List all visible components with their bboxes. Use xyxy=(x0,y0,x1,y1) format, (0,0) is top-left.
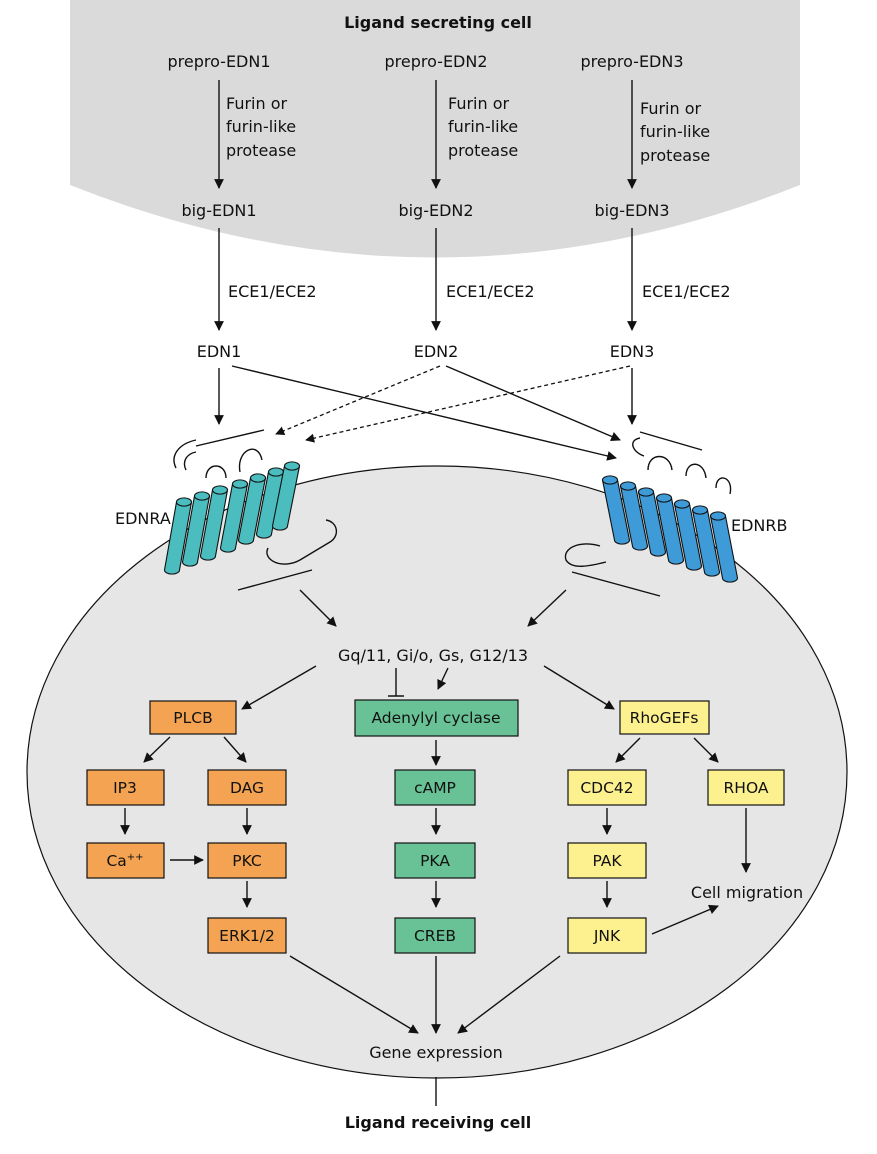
g-to-cyclase-arrow xyxy=(437,667,449,690)
pak-box: PAK xyxy=(567,842,647,879)
ednra-helix-6 xyxy=(255,467,285,539)
svg-text:PKA: PKA xyxy=(420,852,450,870)
rhogefs-to-cdc42-arrow xyxy=(615,737,641,763)
ednra-helix-3 xyxy=(199,485,229,561)
svg-text:RhoGEFs: RhoGEFs xyxy=(630,709,699,727)
svg-text:Ca++: Ca++ xyxy=(106,852,143,870)
svg-text:furin-like: furin-like xyxy=(448,117,518,136)
big-edn1-label: big-EDN1 xyxy=(181,201,256,220)
g-proteins-label: Gq/11, Gi/o, Gs, G12/13 xyxy=(338,646,528,665)
jnk-to-migration-arrow xyxy=(651,904,719,935)
ednra-helix-7 xyxy=(271,461,301,531)
ednra-helix-4 xyxy=(219,479,249,553)
ip3-box: IP3 xyxy=(86,769,165,806)
secreting-cell xyxy=(70,0,800,258)
svg-text:Furin or: Furin or xyxy=(448,94,510,113)
gene-expression-label: Gene expression xyxy=(369,1043,503,1062)
prepro-edn2-label: prepro-EDN2 xyxy=(384,52,487,71)
erk-to-gene-expression-arrow xyxy=(289,955,419,1034)
ednrb-helix-1 xyxy=(601,475,631,545)
svg-text:IP3: IP3 xyxy=(113,779,137,797)
big-edn2-label: big-EDN2 xyxy=(398,201,473,220)
ece-label-1: ECE1/ECE2 xyxy=(228,282,317,301)
g-to-plcb-arrow xyxy=(241,665,317,710)
adenylyl-cyclase-box: Adenylyl cyclase xyxy=(354,699,519,737)
ednrb-receptor xyxy=(564,431,739,597)
svg-text:DAG: DAG xyxy=(230,779,264,797)
cdc42-box: CDC42 xyxy=(567,769,647,806)
svg-text:furin-like: furin-like xyxy=(226,117,296,136)
ednrb-label: EDNRB xyxy=(731,516,788,535)
svg-text:CREB: CREB xyxy=(414,927,456,945)
ednra-to-g-arrow xyxy=(299,589,337,627)
pkc-box: PKC xyxy=(207,842,287,879)
ednra-helix-2 xyxy=(181,491,211,567)
ednrb-helix-3 xyxy=(637,487,667,557)
edn1-to-ednrb-arrow xyxy=(231,365,617,461)
ednra-receptor xyxy=(163,429,337,591)
jnk-to-gene-expression-arrow xyxy=(457,955,561,1034)
edn2-label: EDN2 xyxy=(414,342,459,361)
protease-label-3: Furin or furin-like protease xyxy=(640,99,710,165)
plcb-to-dag-arrow xyxy=(223,736,247,763)
svg-text:RHOA: RHOA xyxy=(724,779,769,797)
svg-text:Adenylyl cyclase: Adenylyl cyclase xyxy=(371,709,500,727)
edn3-label: EDN3 xyxy=(610,342,655,361)
edn2-to-ednra-dashed-arrow xyxy=(275,365,441,436)
svg-text:ERK1/2: ERK1/2 xyxy=(219,927,275,945)
rhoa-box: RHOA xyxy=(707,769,785,806)
rhogefs-to-rhoa-arrow xyxy=(693,737,719,763)
ednrb-to-g-arrow xyxy=(527,589,567,627)
svg-text:PAK: PAK xyxy=(592,852,622,870)
rhogefs-box: RhoGEFs xyxy=(619,700,710,735)
ednrb-helix-6 xyxy=(691,505,721,577)
prepro-edn3-label: prepro-EDN3 xyxy=(580,52,683,71)
calcium-box: Ca++ xyxy=(86,842,165,879)
edn2-to-ednrb-arrow xyxy=(445,365,621,442)
svg-text:CDC42: CDC42 xyxy=(580,779,633,797)
svg-text:PLCB: PLCB xyxy=(173,709,212,727)
big-edn3-label: big-EDN3 xyxy=(594,201,669,220)
ednra-helix-1 xyxy=(163,497,193,575)
ednra-helix-5 xyxy=(237,473,267,545)
ednrb-helix-4 xyxy=(655,493,685,565)
ednrb-helix-7 xyxy=(709,511,739,583)
g-to-rhogefs-arrow xyxy=(543,665,615,710)
plcb-to-ip3-arrow xyxy=(143,736,171,763)
protease-label-1: Furin or furin-like protease xyxy=(226,94,296,160)
jnk-box: JNK xyxy=(567,917,647,954)
svg-text:protease: protease xyxy=(448,141,518,160)
cell-migration-label: Cell migration xyxy=(691,883,803,902)
pka-box: PKA xyxy=(394,842,476,879)
g-inhibits-cyclase xyxy=(388,668,404,697)
svg-text:protease: protease xyxy=(640,146,710,165)
camp-box: cAMP xyxy=(394,769,476,806)
secreting-cell-title: Ligand secreting cell xyxy=(344,13,532,32)
creb-box: CREB xyxy=(394,917,476,954)
ednra-label: EDNRA xyxy=(115,509,171,528)
ece-label-2: ECE1/ECE2 xyxy=(446,282,535,301)
svg-text:PKC: PKC xyxy=(232,852,262,870)
svg-text:JNK: JNK xyxy=(593,927,621,945)
ednrb-helix-5 xyxy=(673,499,703,571)
erk-box: ERK1/2 xyxy=(207,917,287,954)
plcb-box: PLCB xyxy=(149,700,237,735)
svg-text:protease: protease xyxy=(226,141,296,160)
edn1-label: EDN1 xyxy=(197,342,242,361)
ednrb-helix-2 xyxy=(619,481,649,551)
svg-text:Furin or: Furin or xyxy=(226,94,288,113)
svg-text:furin-like: furin-like xyxy=(640,122,710,141)
protease-label-2: Furin or furin-like protease xyxy=(448,94,518,160)
ece-label-3: ECE1/ECE2 xyxy=(642,282,731,301)
svg-text:Furin or: Furin or xyxy=(640,99,702,118)
edn3-to-ednra-dashed-arrow xyxy=(305,365,631,443)
svg-text:cAMP: cAMP xyxy=(414,779,456,797)
receiving-cell-title: Ligand receiving cell xyxy=(345,1113,532,1132)
dag-box: DAG xyxy=(207,769,287,806)
prepro-edn1-label: prepro-EDN1 xyxy=(167,52,270,71)
